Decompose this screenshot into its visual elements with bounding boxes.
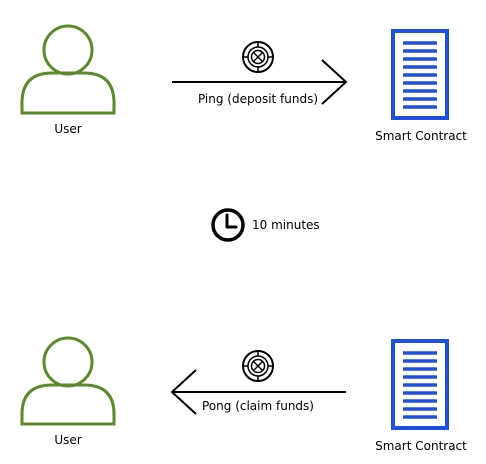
- token-icon: [242, 41, 274, 73]
- user-label-bottom: User: [54, 433, 82, 447]
- user-icon: [20, 336, 116, 426]
- pong-arrow: [170, 369, 346, 415]
- pong-label: Pong (claim funds): [202, 399, 314, 413]
- token-icon: [242, 350, 274, 382]
- ping-label: Ping (deposit funds): [197, 92, 319, 106]
- user-label-top: User: [54, 122, 82, 136]
- ping-arrow: [172, 59, 348, 105]
- user-icon: [20, 24, 116, 115]
- contract-label-bottom: Smart Contract: [375, 439, 467, 453]
- clock-icon: [211, 208, 245, 242]
- contract-label-top: Smart Contract: [375, 129, 467, 143]
- smart-contract-icon: [391, 339, 449, 430]
- smart-contract-icon: [391, 29, 449, 120]
- wait-label: 10 minutes: [252, 218, 320, 232]
